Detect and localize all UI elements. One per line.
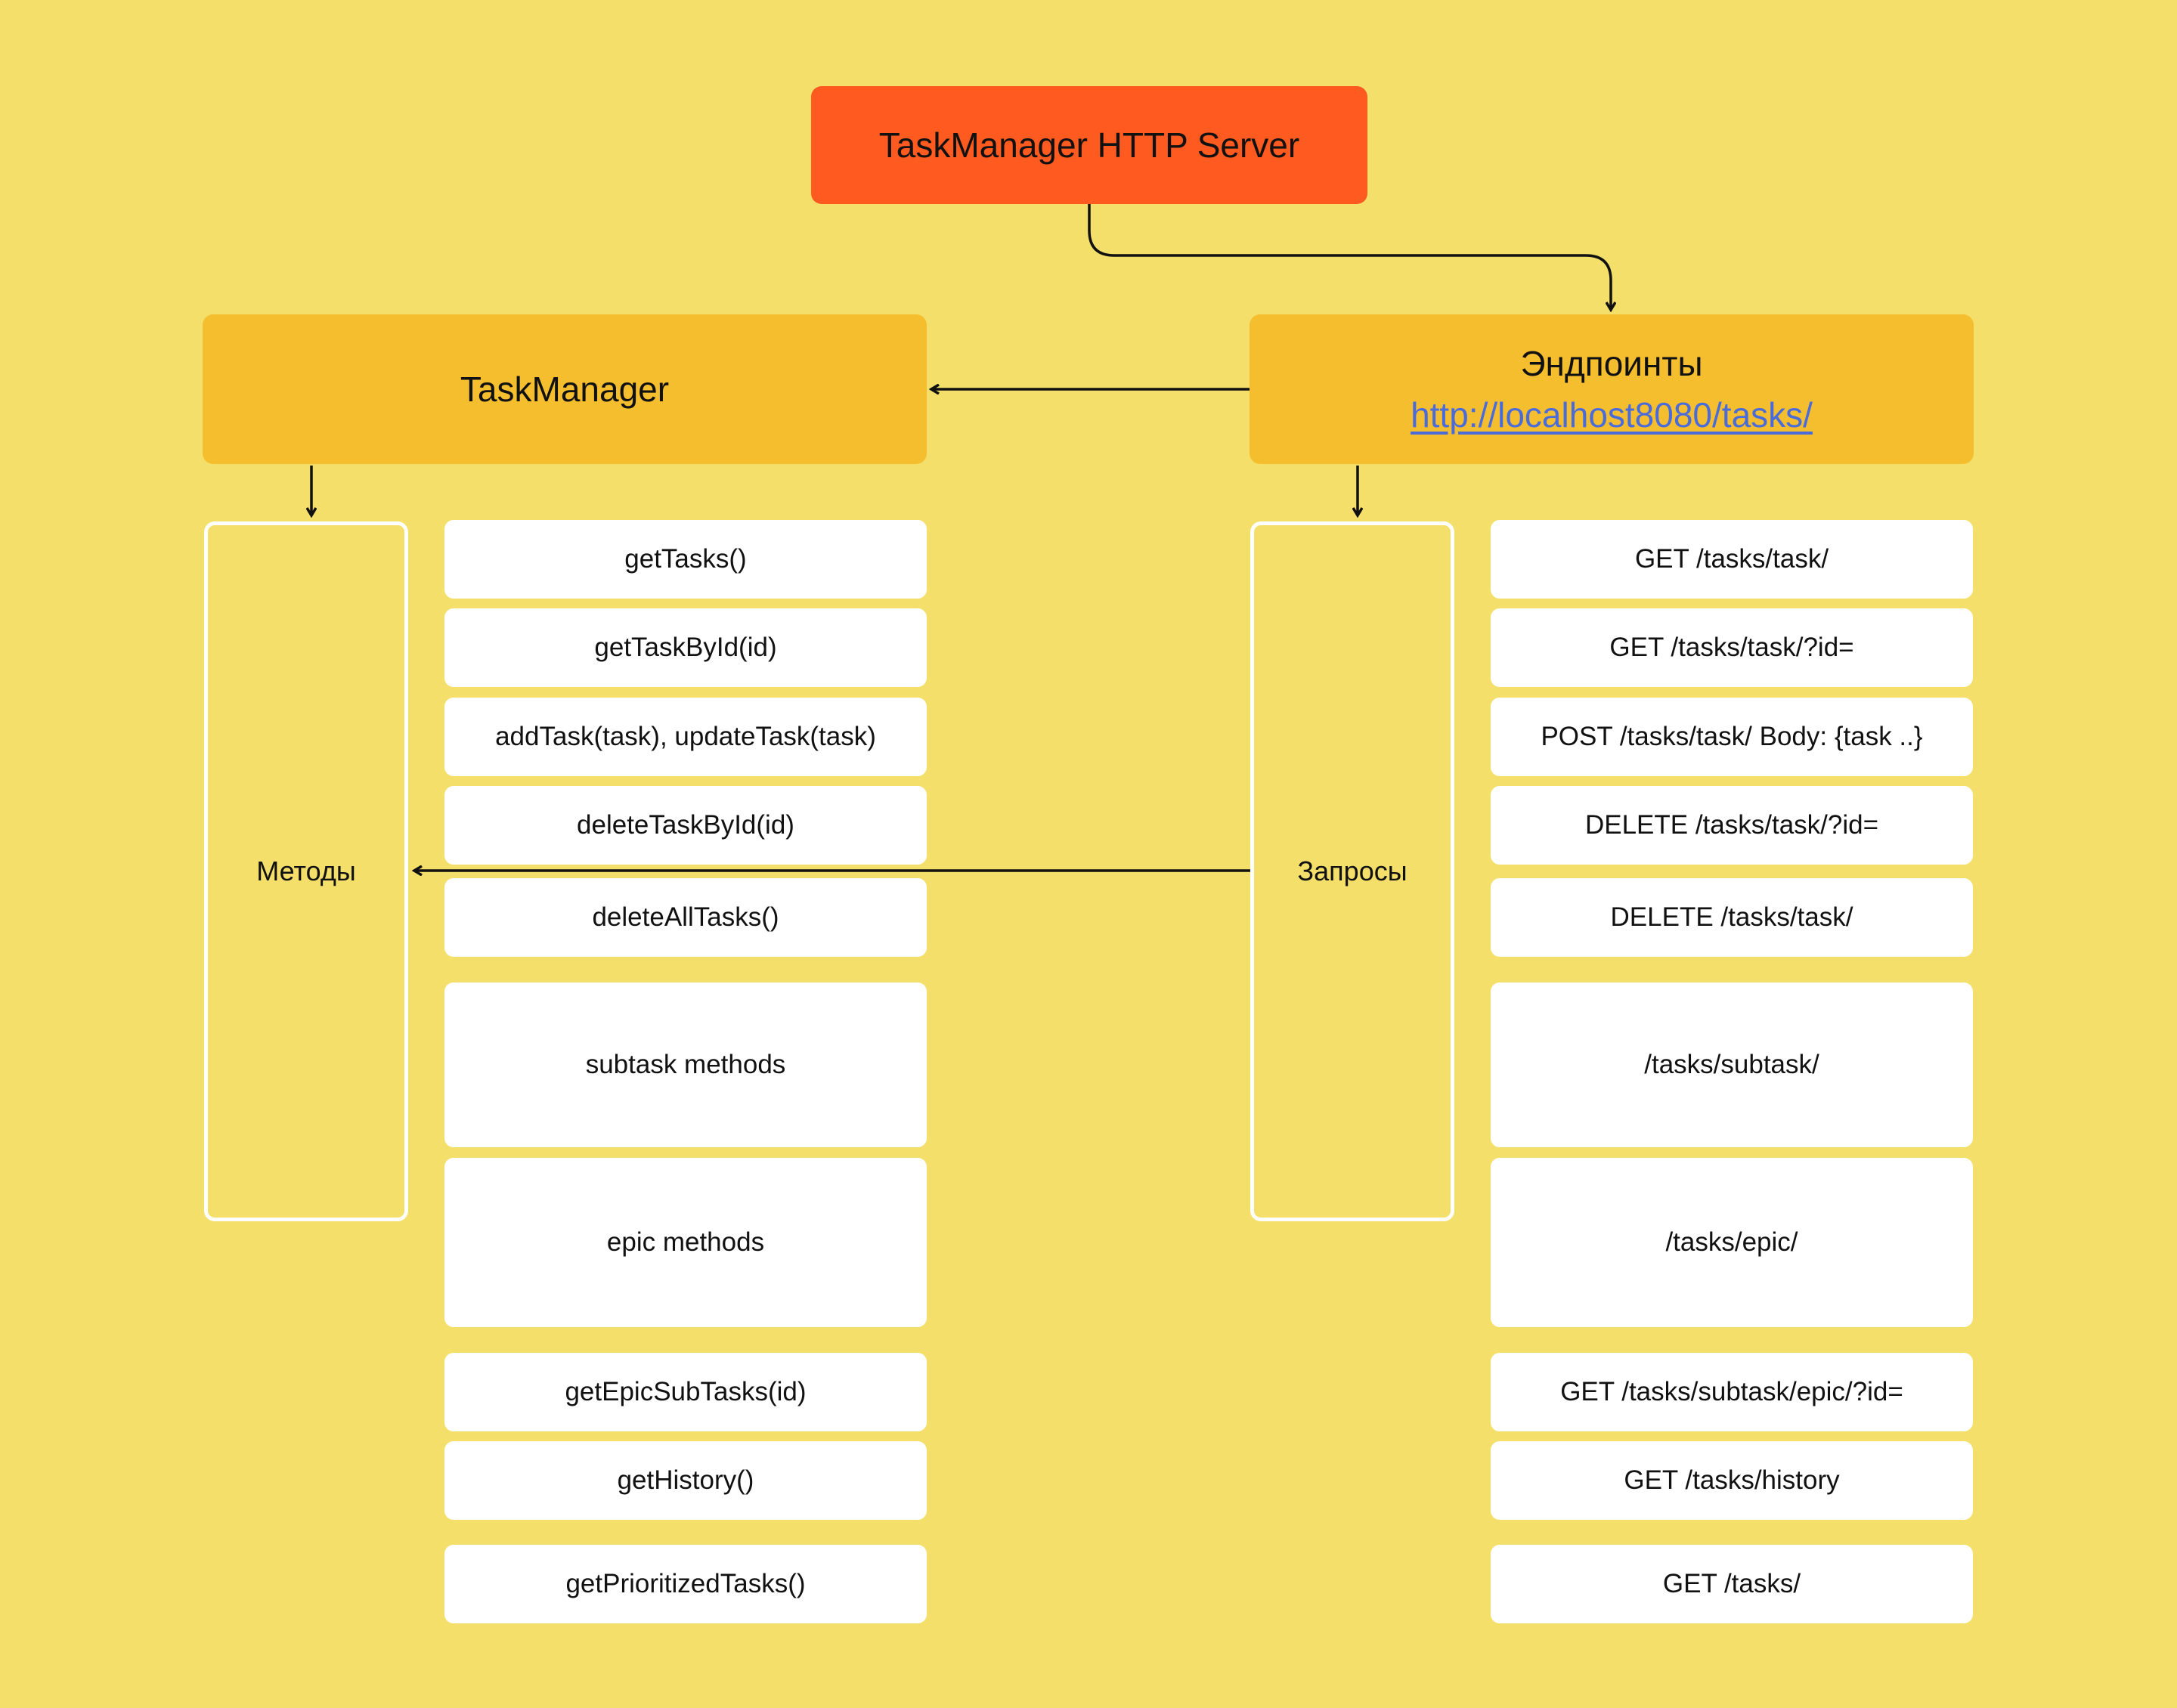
task-manager-node: TaskManager (203, 314, 927, 464)
endpoints-node: Эндпоинты http://localhost8080/tasks/ (1250, 314, 1974, 464)
method-item: getEpicSubTasks(id) (444, 1353, 927, 1431)
requests-group: Запросы (1250, 521, 1454, 1221)
request-item: GET /tasks/task/ (1491, 520, 1973, 599)
method-item: addTask(task), updateTask(task) (444, 698, 927, 776)
http-server-label: TaskManager HTTP Server (878, 125, 1300, 165)
method-item: deleteAllTasks() (444, 878, 927, 957)
method-item: getTasks() (444, 520, 927, 599)
request-item: GET /tasks/task/?id= (1491, 608, 1973, 687)
methods-group: Методы (204, 521, 408, 1221)
method-item: deleteTaskById(id) (444, 786, 927, 865)
endpoints-label: Эндпоинты (1520, 344, 1703, 383)
method-item: getHistory() (444, 1441, 927, 1520)
arrow-server-to-endpoints (1088, 204, 1611, 310)
endpoints-url-link[interactable]: http://localhost8080/tasks/ (1411, 395, 1813, 435)
method-item: subtask methods (444, 982, 927, 1147)
http-server-node: TaskManager HTTP Server (811, 86, 1367, 204)
requests-group-label: Запросы (1297, 856, 1407, 886)
request-item: GET /tasks/history (1491, 1441, 1973, 1520)
request-item: /tasks/epic/ (1491, 1158, 1973, 1327)
methods-group-label: Методы (256, 856, 356, 886)
method-item: epic methods (444, 1158, 927, 1327)
method-item: getTaskById(id) (444, 608, 927, 687)
request-item: GET /tasks/ (1491, 1545, 1973, 1623)
request-item: POST /tasks/task/ Body: {task ..} (1491, 698, 1973, 776)
request-item: DELETE /tasks/task/?id= (1491, 786, 1973, 865)
method-item: getPrioritizedTasks() (444, 1545, 927, 1623)
request-item: GET /tasks/subtask/epic/?id= (1491, 1353, 1973, 1431)
request-item: /tasks/subtask/ (1491, 982, 1973, 1147)
task-manager-label: TaskManager (460, 370, 670, 409)
request-item: DELETE /tasks/task/ (1491, 878, 1973, 957)
